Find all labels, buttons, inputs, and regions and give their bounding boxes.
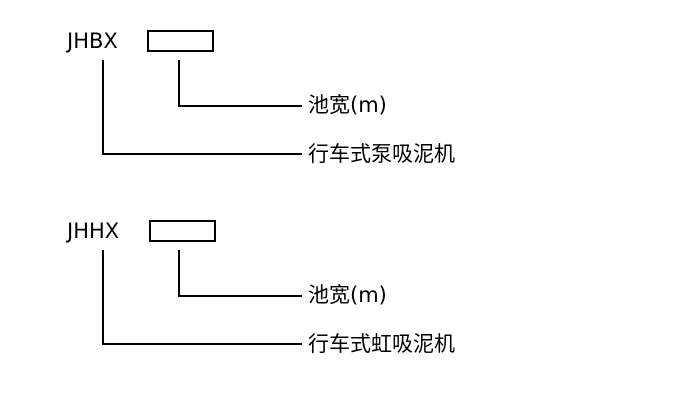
- type-label-1: 行车式泵吸泥机: [308, 142, 455, 166]
- connector-param-2: [178, 250, 302, 297]
- model-code-1: JHBX: [67, 29, 118, 53]
- connector-type-2: [102, 250, 302, 345]
- connector-type-1: [102, 60, 302, 155]
- type-label-2: 行车式虹吸泥机: [308, 332, 455, 356]
- model-code-2: JHHX: [67, 219, 120, 243]
- width-placeholder-box-2: [149, 220, 216, 242]
- param-label-1: 池宽(m): [308, 93, 387, 117]
- connector-param-1: [178, 60, 302, 107]
- param-label-2: 池宽(m): [308, 283, 387, 307]
- width-placeholder-box-1: [147, 30, 214, 52]
